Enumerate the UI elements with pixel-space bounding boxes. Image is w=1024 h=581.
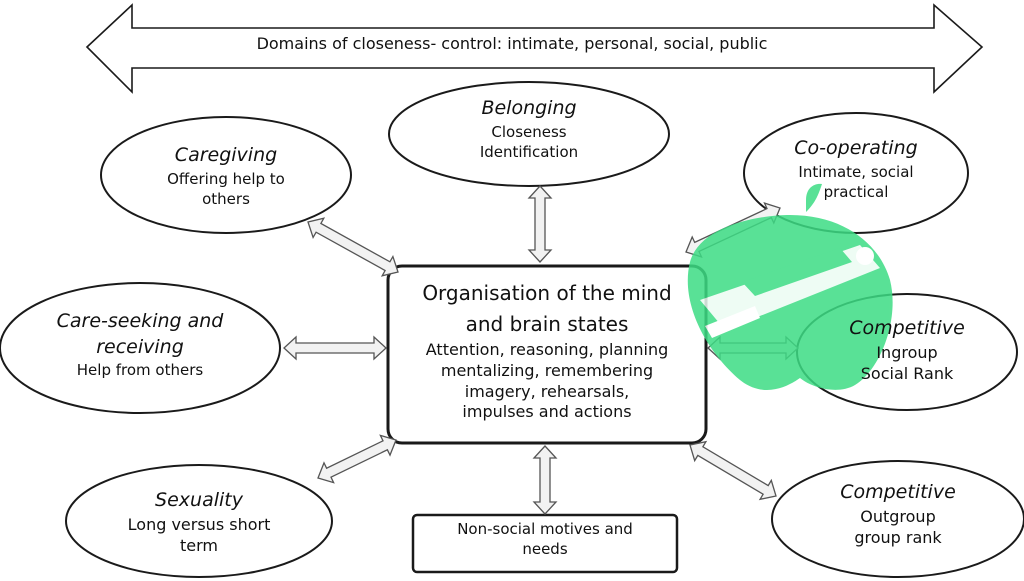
nonsocial-line-2: needs	[522, 539, 568, 558]
center-detail-1: Attention, reasoning, planning	[425, 340, 669, 359]
belonging-line-2: Identification	[479, 142, 579, 161]
center-box	[386, 264, 708, 445]
arrow-competitive-outgroup	[689, 440, 777, 501]
center-detail-3: imagery, rehearsals,	[464, 381, 630, 401]
belonging-node: Belonging Closeness Identification	[429, 96, 629, 162]
sexuality-ellipse	[65, 464, 333, 578]
belonging-line-1: Closeness	[491, 122, 567, 141]
center-detail-2: mentalizing, remembering	[440, 360, 654, 380]
careseeking-title-1: Care-seeking and	[56, 310, 224, 332]
sexuality-title: Sexuality	[155, 489, 243, 511]
nonsocial-box	[411, 513, 679, 574]
careseeking-line-1: Help from others	[76, 361, 204, 380]
competitive-outgroup-title: Competitive	[840, 481, 956, 503]
nonsocial-node: Non-social motives and needs	[415, 520, 675, 559]
domains-double-arrow	[85, 3, 984, 94]
arrow-belonging	[527, 185, 553, 263]
caregiving-line-1: Offering help to	[167, 169, 285, 188]
competitive-ingroup-title: Competitive	[849, 317, 965, 339]
arrow-sexuality	[317, 434, 397, 484]
sexuality-line-2: term	[180, 536, 218, 556]
caregiving-title: Caregiving	[174, 144, 278, 166]
sexuality-node: Sexuality Long versus short term	[104, 488, 294, 557]
arrow-careseeking	[283, 335, 387, 361]
cooperating-line-1: Intimate, social	[798, 162, 914, 181]
cooperating-title: Co-operating	[794, 137, 918, 159]
center-node: Organisation of the mind and brain state…	[392, 278, 702, 423]
competitive-outgroup-line-1: Outgroup	[860, 506, 936, 526]
competitive-ingroup-line-2: Social Rank	[860, 364, 954, 384]
sexuality-line-1: Long versus short	[127, 514, 271, 534]
belonging-title: Belonging	[481, 97, 577, 119]
caregiving-line-2: others	[202, 189, 250, 208]
cooperating-node: Co-operating Intimate, social practical	[771, 136, 941, 202]
competitive-ingroup-node: Competitive Ingroup Social Rank	[827, 316, 987, 385]
competitive-outgroup-node: Competitive Outgroup group rank	[808, 480, 988, 549]
domains-banner-text: Domains of closeness- control: intimate,…	[256, 34, 768, 53]
competitive-outgroup-ellipse	[771, 460, 1024, 578]
cooperating-ellipse	[743, 112, 969, 234]
apple-logo-icon	[687, 183, 893, 391]
caregiving-node: Caregiving Offering help to others	[136, 143, 316, 209]
center-title-2: and brain states	[465, 312, 629, 336]
nonsocial-line-1: Non-social motives and	[457, 520, 633, 538]
center-title-1: Organisation of the mind	[422, 281, 672, 305]
arrow-nonsocial	[532, 445, 558, 515]
careseeking-title-2: receiving	[96, 335, 184, 358]
caregiving-ellipse	[100, 116, 352, 234]
arrow-caregiving	[307, 217, 399, 277]
center-detail-4: impulses and actions	[462, 402, 632, 422]
careseeking-ellipse	[0, 282, 281, 414]
competitive-outgroup-line-2: group rank	[854, 528, 942, 548]
competitive-ingroup-line-1: Ingroup	[876, 342, 938, 362]
careseeking-node: Care-seeking and receiving Help from oth…	[30, 309, 250, 381]
cooperating-line-2: practical	[823, 182, 889, 201]
belonging-ellipse	[388, 81, 670, 187]
